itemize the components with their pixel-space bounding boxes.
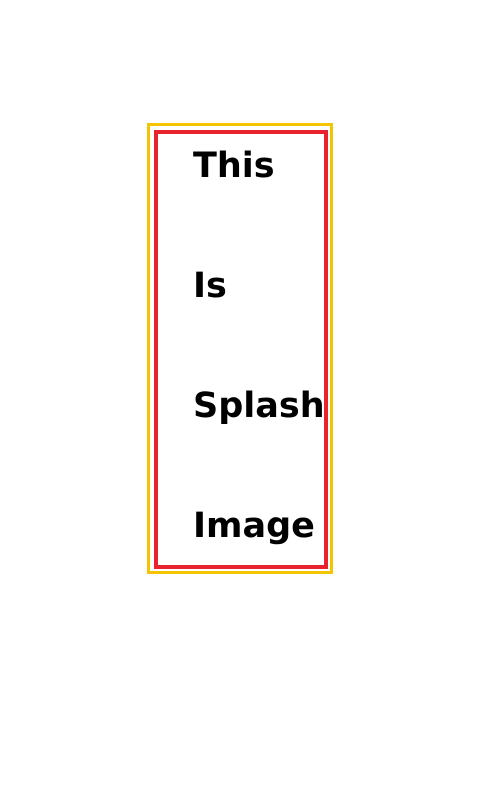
splash-word-image: Image [193, 506, 315, 546]
splash-word-splash: Splash [193, 386, 325, 426]
splash-inner-border [154, 130, 328, 569]
splash-word-this: This [193, 146, 275, 186]
splash-word-is: Is [193, 266, 227, 306]
